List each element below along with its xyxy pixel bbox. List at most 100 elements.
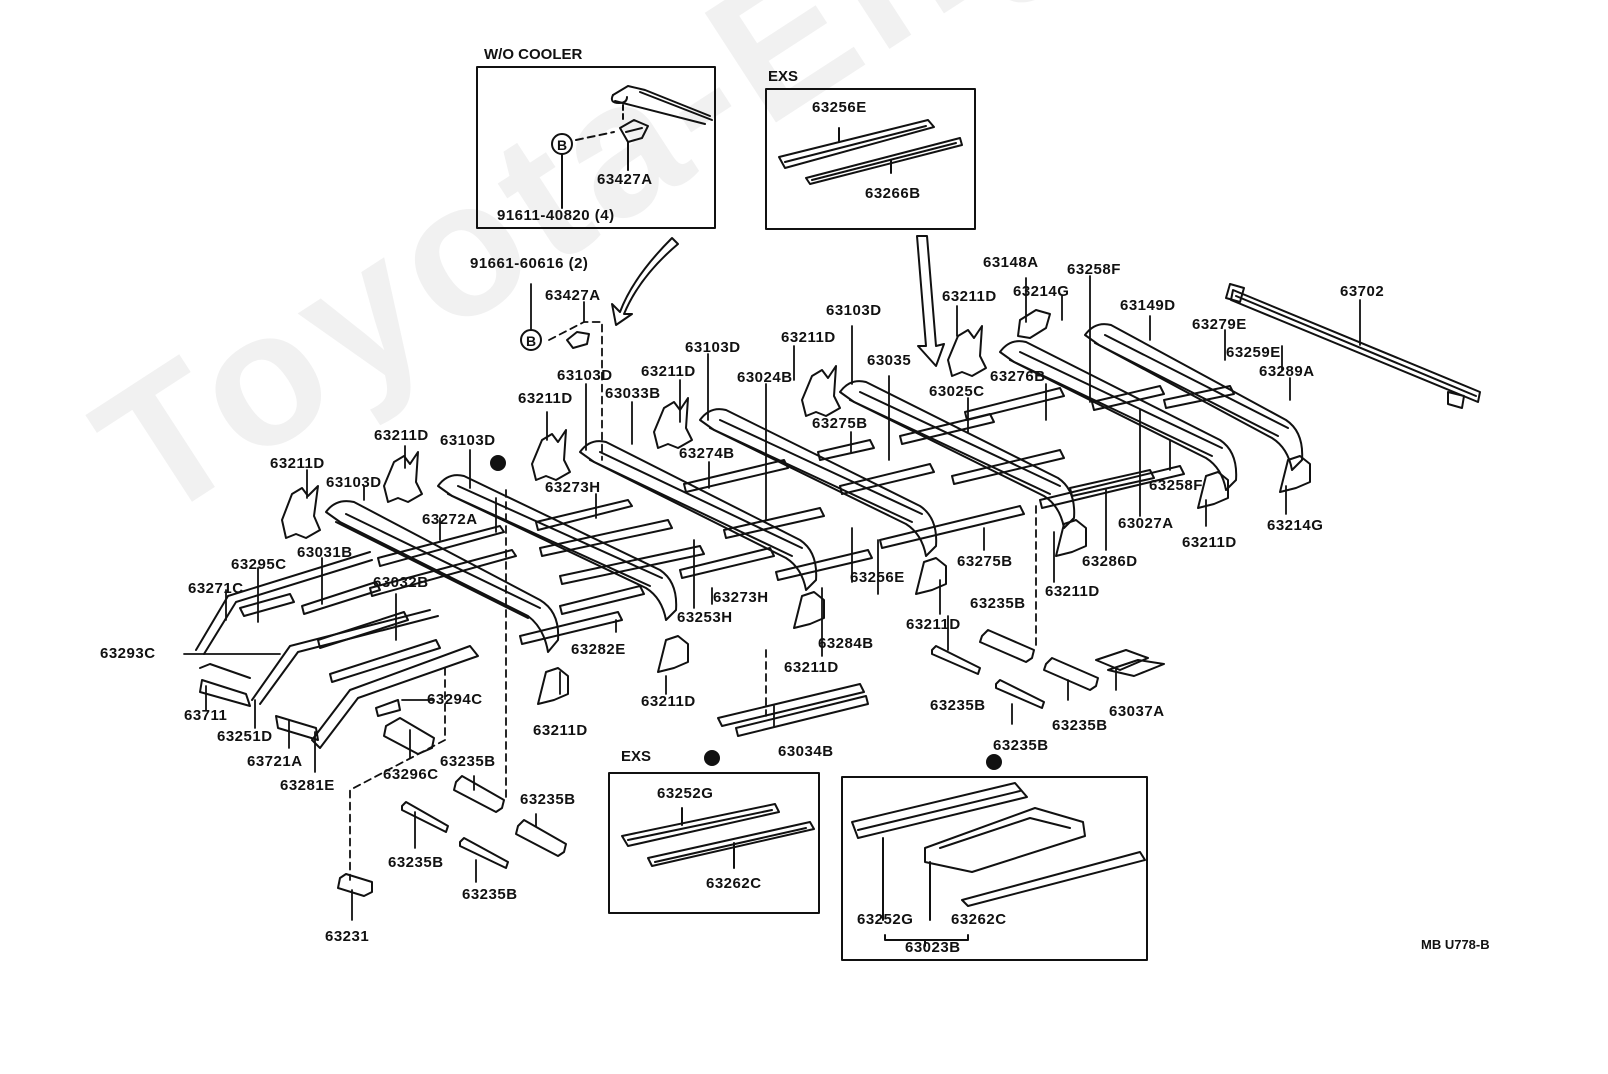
arrow-wo-cooler [611, 237, 679, 326]
part-label: 63259E [1226, 344, 1281, 361]
part-label: 63211D [374, 427, 429, 444]
part-label: 63031B [297, 544, 353, 561]
small-cross-members [337, 629, 1165, 897]
part-label: 63211D [781, 329, 836, 346]
inset-title-wo-cooler: W/O COOLER [484, 46, 583, 63]
part-label: 63149D [1120, 297, 1176, 314]
front-frame [195, 551, 479, 755]
drawing-code: MB U778-B [1421, 937, 1490, 952]
part-label: 63273H [713, 589, 769, 606]
part-label: 63289A [1259, 363, 1315, 380]
part-label: 63286D [1082, 553, 1138, 570]
callout-b-inset [551, 133, 573, 155]
part-label: 63148A [983, 254, 1039, 271]
callout-b-main-letter: B [526, 333, 537, 349]
part-label: 63211D [906, 616, 961, 633]
part-label: 63211D [641, 693, 696, 710]
part-label: 63252G [857, 911, 914, 928]
callout-b-inset-letter: B [557, 137, 568, 153]
clip-63427A [566, 331, 590, 349]
part-label: 63262C [951, 911, 1007, 928]
part-label: 63258F [1067, 261, 1121, 278]
part-label: 91661-60616 (2) [470, 255, 589, 272]
inset-exs-top-art [778, 119, 963, 185]
part-label: 63024B [737, 369, 793, 386]
part-label: 63293C [100, 645, 156, 662]
part-label: 63025C [929, 383, 985, 400]
part-label: 63235B [1052, 717, 1108, 734]
inset-box-exs-top [765, 88, 976, 230]
dot-marker-sunroof [986, 754, 1002, 770]
part-label: 63103D [826, 302, 882, 319]
part-label: 63103D [557, 367, 613, 384]
part-label: 63273H [545, 479, 601, 496]
part-label: 63256E [850, 569, 905, 586]
dot-marker-main [490, 455, 506, 471]
part-label: 63235B [993, 737, 1049, 754]
part-label: 63284B [818, 635, 874, 652]
leader-lines [183, 275, 1361, 921]
part-label: 63235B [930, 697, 986, 714]
part-label: 63235B [462, 886, 518, 903]
part-label: 63034B [778, 743, 834, 760]
inset-box-exs-bottom [608, 772, 820, 914]
part-label: 63103D [326, 474, 382, 491]
inset-title-exs-bottom: EXS [621, 748, 652, 765]
part-label: 63211D [942, 288, 997, 305]
arrow-exs-top [916, 235, 945, 367]
inset-wo-cooler-art [561, 85, 713, 209]
callout-b-main [520, 329, 542, 351]
part-label: 63103D [685, 339, 741, 356]
part-label: 63275B [812, 415, 868, 432]
part-label: 63037A [1109, 703, 1165, 720]
part-label: 63256E [812, 99, 867, 116]
part-label: 63211D [518, 390, 573, 407]
part-label: 63214G [1013, 283, 1070, 300]
part-label: 63427A [545, 287, 601, 304]
part-label: 63266B [865, 185, 921, 202]
part-label: 63294C [427, 691, 483, 708]
part-label: 63279E [1192, 316, 1247, 333]
part-label: 63211D [270, 455, 325, 472]
inset-box-sunroof [841, 776, 1148, 961]
part-label: 63023B [905, 939, 961, 956]
part-label: 63211D [533, 722, 588, 739]
part-label: 63252G [657, 785, 714, 802]
part-label: 63032B [373, 574, 429, 591]
dot-marker-exs [704, 750, 720, 766]
part-label: 63711 [184, 707, 228, 724]
part-label: 63211D [1182, 534, 1237, 551]
part-label: 63211D [784, 659, 839, 676]
part-label: 63272A [422, 511, 478, 528]
part-label: 63211D [1045, 583, 1100, 600]
part-label: 63275B [957, 553, 1013, 570]
part-label: 63281E [280, 777, 335, 794]
part-label: 63033B [605, 385, 661, 402]
part-label: 91611-40820 (4) [497, 207, 615, 224]
part-label: 63427A [597, 171, 653, 188]
part-label: 63103D [440, 432, 496, 449]
part-label: 63276B [990, 368, 1046, 385]
part-label: 63235B [440, 753, 496, 770]
part-label: 63258F [1149, 477, 1203, 494]
part-label: 63271C [188, 580, 244, 597]
part-label: 63251D [217, 728, 273, 745]
part-label: 63235B [970, 595, 1026, 612]
inset-sunroof-art [851, 782, 1146, 947]
part-label: 63035 [867, 352, 912, 369]
part-label: 63235B [388, 854, 444, 871]
part-label: 63702 [1340, 283, 1385, 300]
part-label: 63282E [571, 641, 626, 658]
part-label: 63262C [706, 875, 762, 892]
guide-lines [349, 321, 1037, 881]
part-label: 63295C [231, 556, 287, 573]
part-label: 63274B [679, 445, 735, 462]
part-label: 63214G [1267, 517, 1324, 534]
inset-box-wo-cooler [476, 66, 716, 229]
part-label: 63296C [383, 766, 439, 783]
part-label: 63231 [325, 928, 370, 945]
inset-exs-bottom-art [621, 803, 815, 869]
